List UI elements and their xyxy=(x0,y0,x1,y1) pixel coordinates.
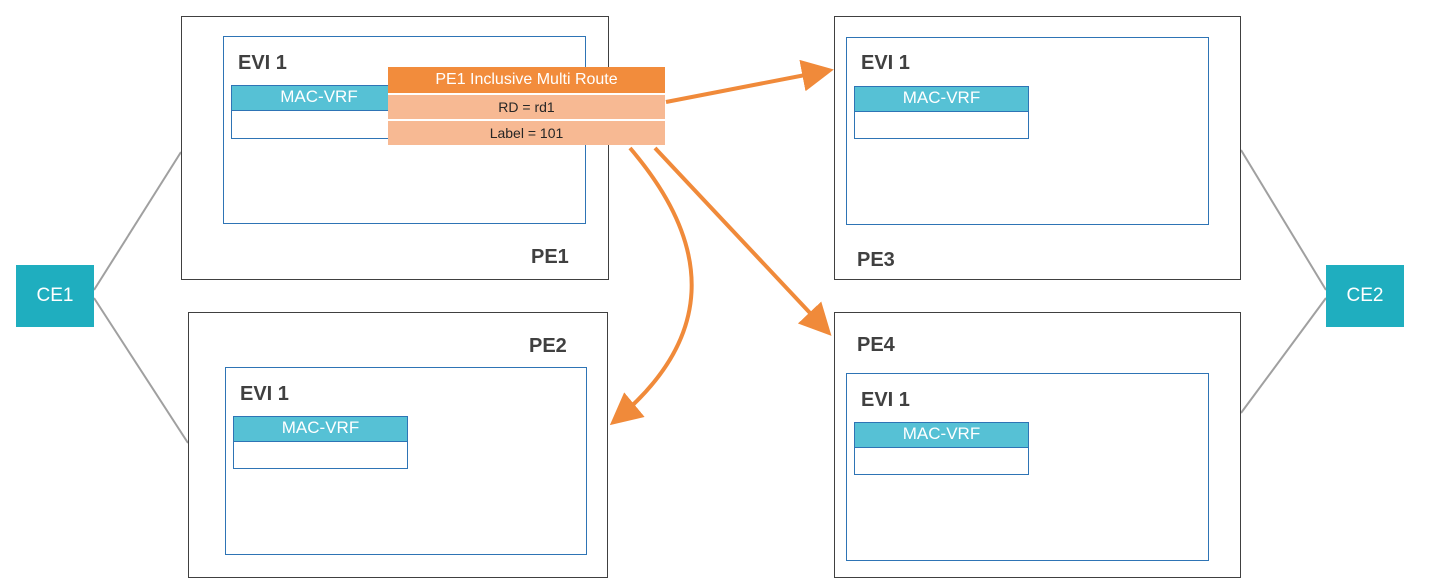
pe2-mac-vrf-table xyxy=(233,442,408,469)
pe4-evi-title: EVI 1 xyxy=(861,389,910,411)
ce2-label: CE2 xyxy=(1346,285,1384,306)
pe2-mac-vrf-header: MAC-VRF xyxy=(233,416,408,442)
ce2-node: CE2 xyxy=(1326,265,1404,327)
pe1-mac-vrf-header: MAC-VRF xyxy=(231,85,407,111)
pe1-label: PE1 xyxy=(531,246,569,268)
route-label: Label = 101 xyxy=(388,119,665,145)
arrow-to-pe3 xyxy=(665,59,834,104)
arrow-to-pe2 xyxy=(609,146,694,426)
pe4-label: PE4 xyxy=(857,334,895,356)
pe1-mac-vrf-table xyxy=(231,111,407,139)
ce1-pe1-link xyxy=(93,151,182,291)
ce1-node: CE1 xyxy=(16,265,94,327)
route-title: PE1 Inclusive Multi Route xyxy=(388,67,665,93)
pe3-label: PE3 xyxy=(857,249,895,271)
pe2-label: PE2 xyxy=(529,335,567,357)
pe3-mac-vrf-header: MAC-VRF xyxy=(854,86,1029,112)
arrow-to-pe4 xyxy=(653,146,832,336)
ce2-pe4-link xyxy=(1240,297,1327,414)
pe3-evi-title: EVI 1 xyxy=(861,52,910,74)
pe3-mac-vrf-table xyxy=(854,112,1029,139)
pe2-evi-title: EVI 1 xyxy=(240,383,289,405)
ce1-pe2-link xyxy=(93,297,189,444)
ce2-pe3-link xyxy=(1240,149,1327,291)
route-callout: PE1 Inclusive Multi Route RD = rd1 Label… xyxy=(388,67,665,145)
route-rd: RD = rd1 xyxy=(388,93,665,119)
pe4-mac-vrf-table xyxy=(854,448,1029,475)
ce1-label: CE1 xyxy=(36,285,74,306)
pe1-evi-title: EVI 1 xyxy=(238,52,287,74)
pe4-mac-vrf-header: MAC-VRF xyxy=(854,422,1029,448)
